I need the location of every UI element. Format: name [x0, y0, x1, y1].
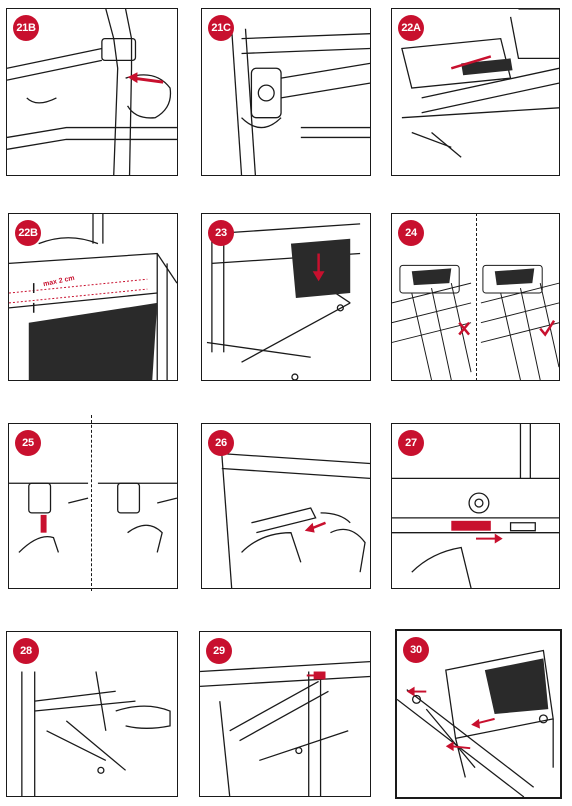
- panel-21b: 21B: [6, 8, 178, 176]
- panel-29: 29: [199, 631, 371, 797]
- step-badge-27: 27: [398, 430, 424, 456]
- panel-24: 24: [391, 213, 560, 381]
- step-badge-30: 30: [403, 637, 429, 663]
- illustration-21b: [7, 9, 177, 175]
- step-badge-22b: 22B: [15, 220, 41, 246]
- panel-23: 23: [201, 213, 371, 381]
- divider-24: [476, 213, 477, 381]
- step-badge-23: 23: [208, 220, 234, 246]
- panel-26: 26: [201, 423, 371, 589]
- step-badge-24: 24: [398, 220, 424, 246]
- illustration-23: [206, 223, 361, 380]
- illustration-30: [397, 649, 554, 797]
- step-badge-21c: 21C: [208, 15, 234, 41]
- divider-25: [91, 415, 92, 591]
- step-badge-21b: 21B: [13, 15, 39, 41]
- step-badge-29: 29: [206, 638, 232, 664]
- panel-28: 28: [6, 631, 178, 797]
- illustration-25: [9, 482, 177, 553]
- illustration-28: [21, 671, 171, 796]
- illustration-22a: [401, 9, 559, 158]
- illustration-27: [392, 424, 559, 588]
- panel-22b: 22B max 2 cm: [8, 213, 178, 381]
- step-badge-22a: 22A: [398, 15, 424, 41]
- panel-21c: 21C: [201, 8, 371, 176]
- panel-22a: 22A: [391, 8, 560, 176]
- panel-27: 27: [391, 423, 560, 589]
- illustration-29: [200, 660, 370, 796]
- illustration-24: [392, 264, 559, 380]
- step-badge-25: 25: [15, 430, 41, 456]
- illustration-22b: [9, 214, 177, 380]
- panel-30: 30: [395, 629, 562, 799]
- step-badge-28: 28: [13, 638, 39, 664]
- step-badge-26: 26: [208, 430, 234, 456]
- illustration-21c: [231, 28, 370, 175]
- illustration-26: [221, 452, 370, 588]
- panel-25: 25: [8, 423, 178, 589]
